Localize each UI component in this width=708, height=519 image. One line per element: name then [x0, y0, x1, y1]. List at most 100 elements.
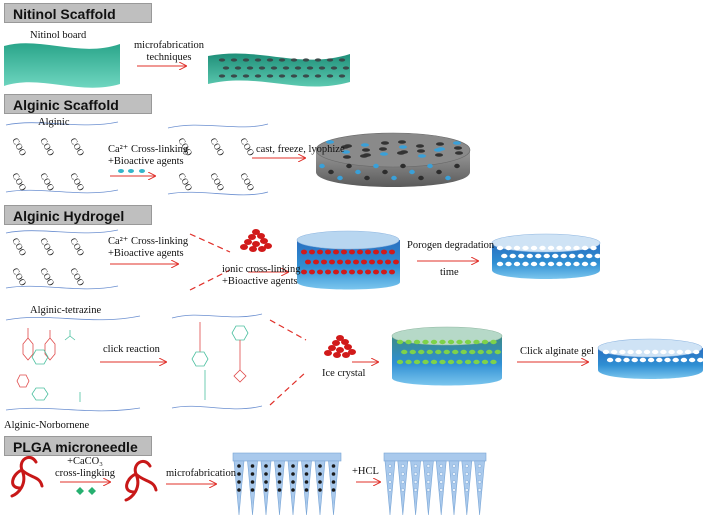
nitinol-hole	[326, 74, 334, 78]
nitinol-scaffold-icon	[208, 53, 350, 87]
dish-dot	[573, 245, 580, 251]
nitinol-hole	[338, 58, 346, 62]
red-bead	[264, 243, 272, 249]
click-reaction-label: click reaction	[103, 344, 160, 355]
dish-dot	[481, 339, 489, 345]
carboxyl-mark: COO	[68, 266, 86, 288]
dish-dot	[301, 269, 307, 275]
dish-dot	[522, 261, 529, 267]
ice-crystal-cluster-icon	[324, 335, 356, 358]
needle-particle	[237, 480, 241, 484]
scaffold-pore-side	[391, 175, 397, 181]
click-gel-dish-icon	[597, 338, 704, 379]
bioactive-agent-dots	[118, 169, 145, 173]
red-bead	[324, 350, 332, 356]
needle-particle	[426, 464, 431, 468]
needle-particle	[331, 464, 336, 468]
dish-dot	[422, 359, 429, 365]
alginic-hydrogel-header: Alginic Hydrogel	[4, 205, 152, 225]
dish-dot	[439, 339, 446, 345]
dish-dot	[581, 245, 589, 251]
needle-particle	[331, 488, 336, 492]
microfabrication-label: microfabrication techniques	[133, 40, 205, 64]
needle-particle	[452, 488, 456, 492]
microneedle	[301, 460, 312, 516]
dish-dot	[305, 259, 311, 265]
dish-dot	[309, 249, 315, 255]
dish-dot	[688, 357, 696, 363]
dish-dot	[680, 357, 688, 363]
nitinol-hole	[218, 58, 226, 62]
needle-particle	[452, 464, 456, 468]
tetrazine-chain-icon	[5, 315, 141, 412]
dish-dot	[505, 261, 512, 267]
plga-star-crosslinked-icon	[124, 460, 158, 502]
ice-crystal-label: Ice crystal	[322, 368, 366, 379]
scaffold-pore	[436, 142, 444, 146]
scaffold-pore	[343, 155, 351, 159]
needle-particle	[264, 488, 268, 492]
nitinol-scaffold-header: Nitinol Scaffold	[4, 3, 152, 23]
nitinol-hole	[314, 74, 322, 78]
nitinol-hole	[282, 66, 290, 70]
hcl-label: +HCL	[352, 466, 379, 477]
red-bead	[249, 246, 257, 252]
dish-dot	[481, 359, 489, 365]
microneedle	[247, 460, 258, 516]
dish-dot	[496, 245, 504, 251]
needle-particle	[439, 464, 444, 468]
carboxyl-mark: COO	[10, 136, 28, 158]
carboxyl-mark: COO	[10, 266, 28, 288]
caco3-diamonds	[76, 487, 96, 495]
red-bead	[332, 340, 340, 346]
dish-dot	[656, 357, 663, 363]
dish-dot	[586, 253, 593, 259]
dish-dot	[522, 245, 529, 251]
carboxyl-mark: COO	[38, 266, 56, 288]
scaffold-pore-side	[436, 169, 442, 175]
needle-particle	[400, 480, 405, 484]
needle-particle	[250, 480, 255, 484]
dish-dot	[373, 269, 379, 275]
nitinol-hole	[254, 58, 262, 62]
dish-dot	[590, 261, 597, 267]
dish-dot	[430, 339, 438, 345]
nitinol-hole	[338, 74, 346, 78]
dish-dot	[469, 349, 476, 355]
caco3-line1: +CaCO₃	[67, 456, 103, 467]
alginic-chain-label: Alginic	[38, 117, 70, 128]
dish-dot	[539, 261, 546, 267]
dish-dot	[473, 339, 480, 345]
nitinol-hole	[270, 66, 278, 70]
scaffold-disc-icon	[315, 132, 471, 187]
dish-dot	[447, 359, 455, 365]
red-bead	[252, 229, 260, 235]
clicked-molecules	[191, 322, 249, 400]
dish-dot	[460, 349, 467, 355]
clicked-chain-icon	[171, 313, 263, 410]
dish-dot	[509, 253, 516, 259]
merge-dashes-2	[269, 319, 307, 406]
dish-dot	[564, 261, 572, 267]
scaffold-pore-side	[382, 169, 388, 175]
needle-particle	[400, 464, 405, 468]
needle-particle	[331, 472, 336, 476]
dish-dot	[439, 359, 446, 365]
dish-dot	[631, 357, 638, 363]
needle-particle	[304, 480, 309, 484]
needle-particle	[264, 480, 268, 484]
scaffold-pore	[342, 150, 350, 154]
red-bead	[258, 246, 266, 252]
nitinol-hole	[242, 74, 250, 78]
ionic-line2: +Bioactive agents	[222, 276, 298, 287]
scaffold-pore	[435, 153, 443, 157]
needle-particle	[291, 472, 295, 476]
dish-dot	[581, 261, 589, 267]
tetrazine-label: Alginic-tetrazine	[30, 305, 102, 316]
nitinol-board-label: Nitinol board	[30, 30, 87, 41]
nitinol-board-icon	[4, 43, 120, 88]
dish-dot	[547, 261, 555, 267]
scaffold-pore	[434, 148, 442, 152]
needle-particle	[477, 464, 482, 468]
scaffold-pore-side	[355, 169, 361, 175]
